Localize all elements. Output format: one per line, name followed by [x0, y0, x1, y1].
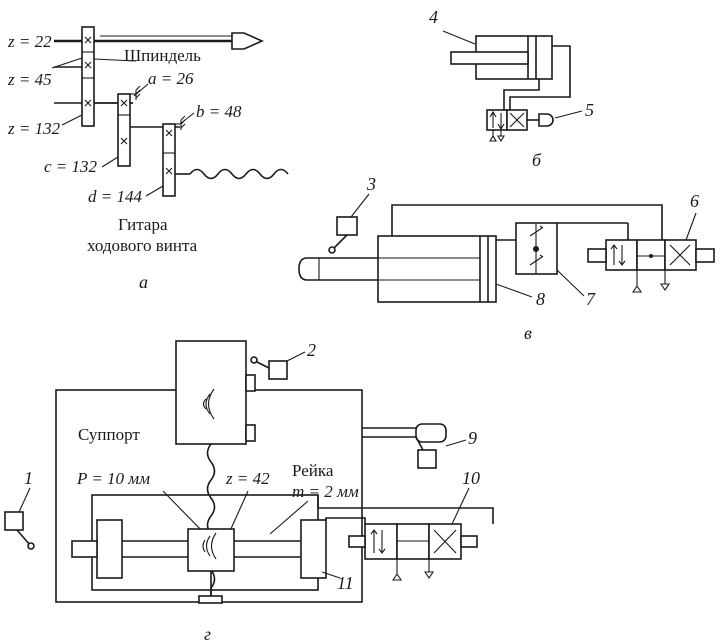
label-rack: Рейка: [292, 461, 334, 480]
label-gear-b: b = 48: [196, 102, 242, 121]
label-z22: z = 22: [7, 32, 52, 51]
label-z132: z = 132: [7, 119, 61, 138]
label-6: 6: [690, 191, 699, 211]
label-teeth: z = 42: [225, 469, 270, 488]
label-2: 2: [307, 340, 316, 360]
label-3: 3: [366, 174, 376, 194]
valve-5-left: [486, 109, 508, 131]
gear-b-d-block: [162, 123, 176, 197]
caption-g: г: [204, 624, 211, 644]
trip-switch-3: [336, 216, 358, 236]
label-8: 8: [536, 289, 545, 309]
label-gear-c: c = 132: [44, 157, 98, 176]
label-gear-d: d = 144: [88, 187, 142, 206]
label-7: 7: [586, 289, 596, 309]
trip-switch-9: [417, 449, 437, 469]
label-support: Суппорт: [78, 425, 140, 444]
caption-a: а: [139, 272, 148, 292]
panel-b-cylinder: 4 5 б: [429, 7, 594, 170]
label-z45: z = 45: [7, 70, 52, 89]
caption-b: б: [532, 150, 542, 170]
spindle-chuck-icon: [231, 32, 264, 50]
trip-switch-2: [268, 360, 288, 380]
lead-screw: [189, 168, 289, 180]
pinion-z42: [187, 528, 235, 572]
panel-a-gear-train: z = 22 z = 45 z = 132 Шпиндель a = 26 b …: [7, 26, 289, 292]
label-11: 11: [337, 573, 354, 593]
label-module: m = 2 мм: [292, 482, 359, 501]
spindle-gear-block: [81, 26, 95, 127]
label-spindle: Шпиндель: [124, 46, 201, 65]
label-5: 5: [585, 100, 594, 120]
piston-rod-4: [450, 51, 529, 65]
caption-v: в: [524, 323, 532, 343]
piston-rod-8: [298, 257, 380, 281]
label-guitar-1: Гитара: [118, 215, 168, 234]
panel-g-carriage: 2 Суппорт Рейка P = 10 мм z = 42 m = 2 м…: [4, 340, 494, 644]
label-guitar-2: ходового винта: [87, 236, 198, 255]
gear-a-c-block: [117, 93, 131, 167]
panel-v-cylinder: 3 7 6 8 в: [298, 174, 715, 343]
label-pitch: P = 10 мм: [76, 469, 150, 488]
label-gear-a: a = 26: [148, 69, 194, 88]
label-1: 1: [24, 468, 33, 488]
carriage-block: [175, 340, 247, 445]
solenoid-5: [538, 113, 554, 127]
cylinder-8: [377, 235, 497, 303]
valve-10-left: [364, 523, 398, 560]
label-9: 9: [468, 428, 477, 448]
label-10: 10: [462, 468, 480, 488]
label-4: 4: [429, 7, 438, 27]
trip-switch-1: [4, 511, 24, 531]
